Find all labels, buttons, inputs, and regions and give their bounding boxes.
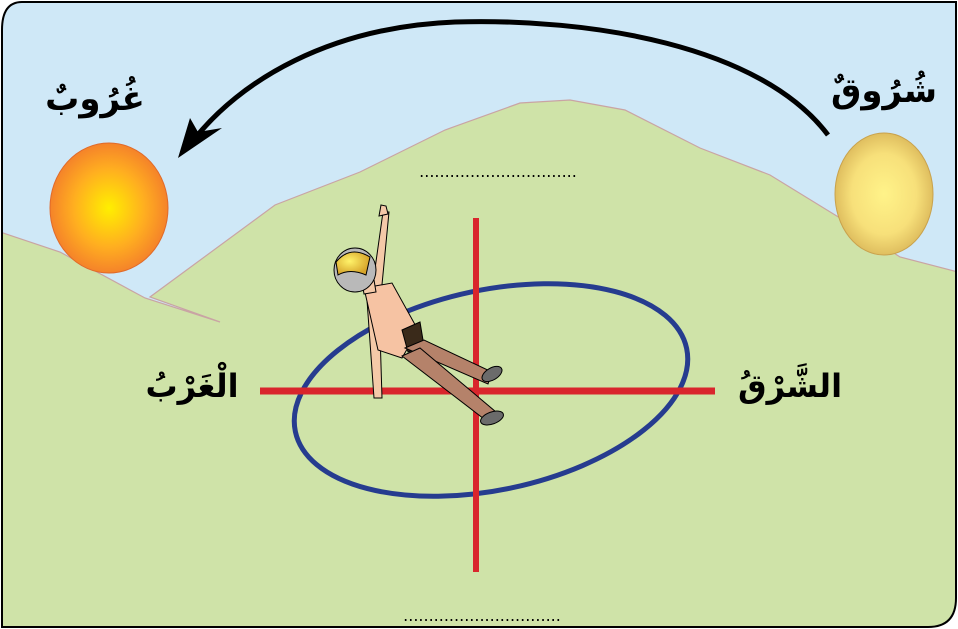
east-label: الشَّرْقُ: [738, 362, 842, 405]
setting-sun-icon: [49, 142, 169, 274]
person-pointing-icon: [333, 204, 504, 426]
sun-path-arrow-icon: [190, 19, 830, 144]
sunrise-label: شُرُوقٌ: [831, 70, 937, 111]
west-label: الْغَرْبُ: [145, 361, 238, 405]
sunset-label: غُرُوبٌ: [45, 76, 145, 119]
horizon-ellipse: [291, 281, 691, 499]
rising-sun-icon: [834, 132, 934, 256]
south-blank[interactable]: ...............................: [403, 606, 561, 625]
north-blank[interactable]: ...............................: [419, 162, 577, 181]
arrow-head: [178, 118, 222, 158]
